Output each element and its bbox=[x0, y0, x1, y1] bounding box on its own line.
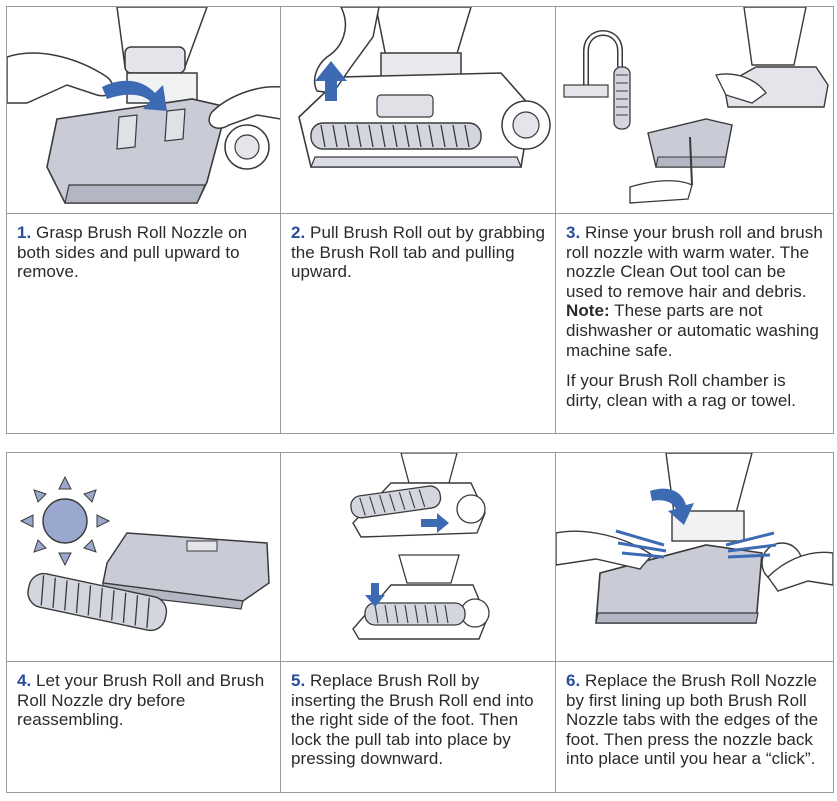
text-row-top: 1. Grasp Brush Roll Nozzle on both sides… bbox=[7, 214, 833, 434]
step-2-illustration bbox=[281, 7, 556, 213]
step-3: 3. Rinse your brush roll and brush roll … bbox=[556, 214, 833, 434]
arrow-icon bbox=[102, 80, 167, 111]
step-1-illustration bbox=[7, 7, 281, 213]
step-number: 3. bbox=[566, 223, 581, 242]
step-6: 6. Replace the Brush Roll Nozzle by firs… bbox=[556, 662, 833, 793]
step-3-extra: If your Brush Roll chamber is dirty, cle… bbox=[566, 371, 796, 410]
step-number: 4. bbox=[17, 671, 32, 690]
step-text: Rinse your brush roll and brush roll noz… bbox=[566, 223, 823, 301]
step-text: Pull Brush Roll out by grabbing the Brus… bbox=[291, 223, 546, 282]
sun-icon bbox=[19, 475, 111, 567]
arrow-icon bbox=[650, 488, 694, 525]
step-number: 6. bbox=[566, 671, 581, 690]
text-row-bottom: 4. Let your Brush Roll and Brush Roll No… bbox=[7, 662, 833, 793]
step-4-illustration bbox=[7, 453, 281, 661]
step-4: 4. Let your Brush Roll and Brush Roll No… bbox=[7, 662, 281, 793]
step-text: Let your Brush Roll and Brush Roll Nozzl… bbox=[17, 671, 265, 730]
step-3-illustration bbox=[556, 7, 833, 213]
step-1: 1. Grasp Brush Roll Nozzle on both sides… bbox=[7, 214, 281, 434]
illustration-row-bottom bbox=[7, 453, 833, 662]
step-5-illustration bbox=[281, 453, 556, 661]
step-text: Replace Brush Roll by inserting the Brus… bbox=[291, 671, 534, 769]
step-number: 5. bbox=[291, 671, 306, 690]
step-number: 1. bbox=[17, 223, 32, 242]
illustration-row-top bbox=[7, 7, 833, 214]
arrow-icon bbox=[421, 513, 449, 533]
instruction-panel-top: 1. Grasp Brush Roll Nozzle on both sides… bbox=[6, 6, 834, 434]
step-2: 2. Pull Brush Roll out by grabbing the B… bbox=[281, 214, 556, 434]
step-text: Grasp Brush Roll Nozzle on both sides an… bbox=[17, 223, 248, 282]
note-text: These parts are not dishwasher or automa… bbox=[566, 301, 819, 360]
step-6-illustration bbox=[556, 453, 833, 661]
step-5: 5. Replace Brush Roll by inserting the B… bbox=[281, 662, 556, 793]
instruction-panel-bottom: 4. Let your Brush Roll and Brush Roll No… bbox=[6, 452, 834, 793]
arrow-icon bbox=[315, 61, 347, 101]
arrow-icon bbox=[365, 583, 385, 607]
step-text: Replace the Brush Roll Nozzle by first l… bbox=[566, 671, 819, 769]
note-label: Note: bbox=[566, 301, 610, 321]
step-number: 2. bbox=[291, 223, 306, 242]
